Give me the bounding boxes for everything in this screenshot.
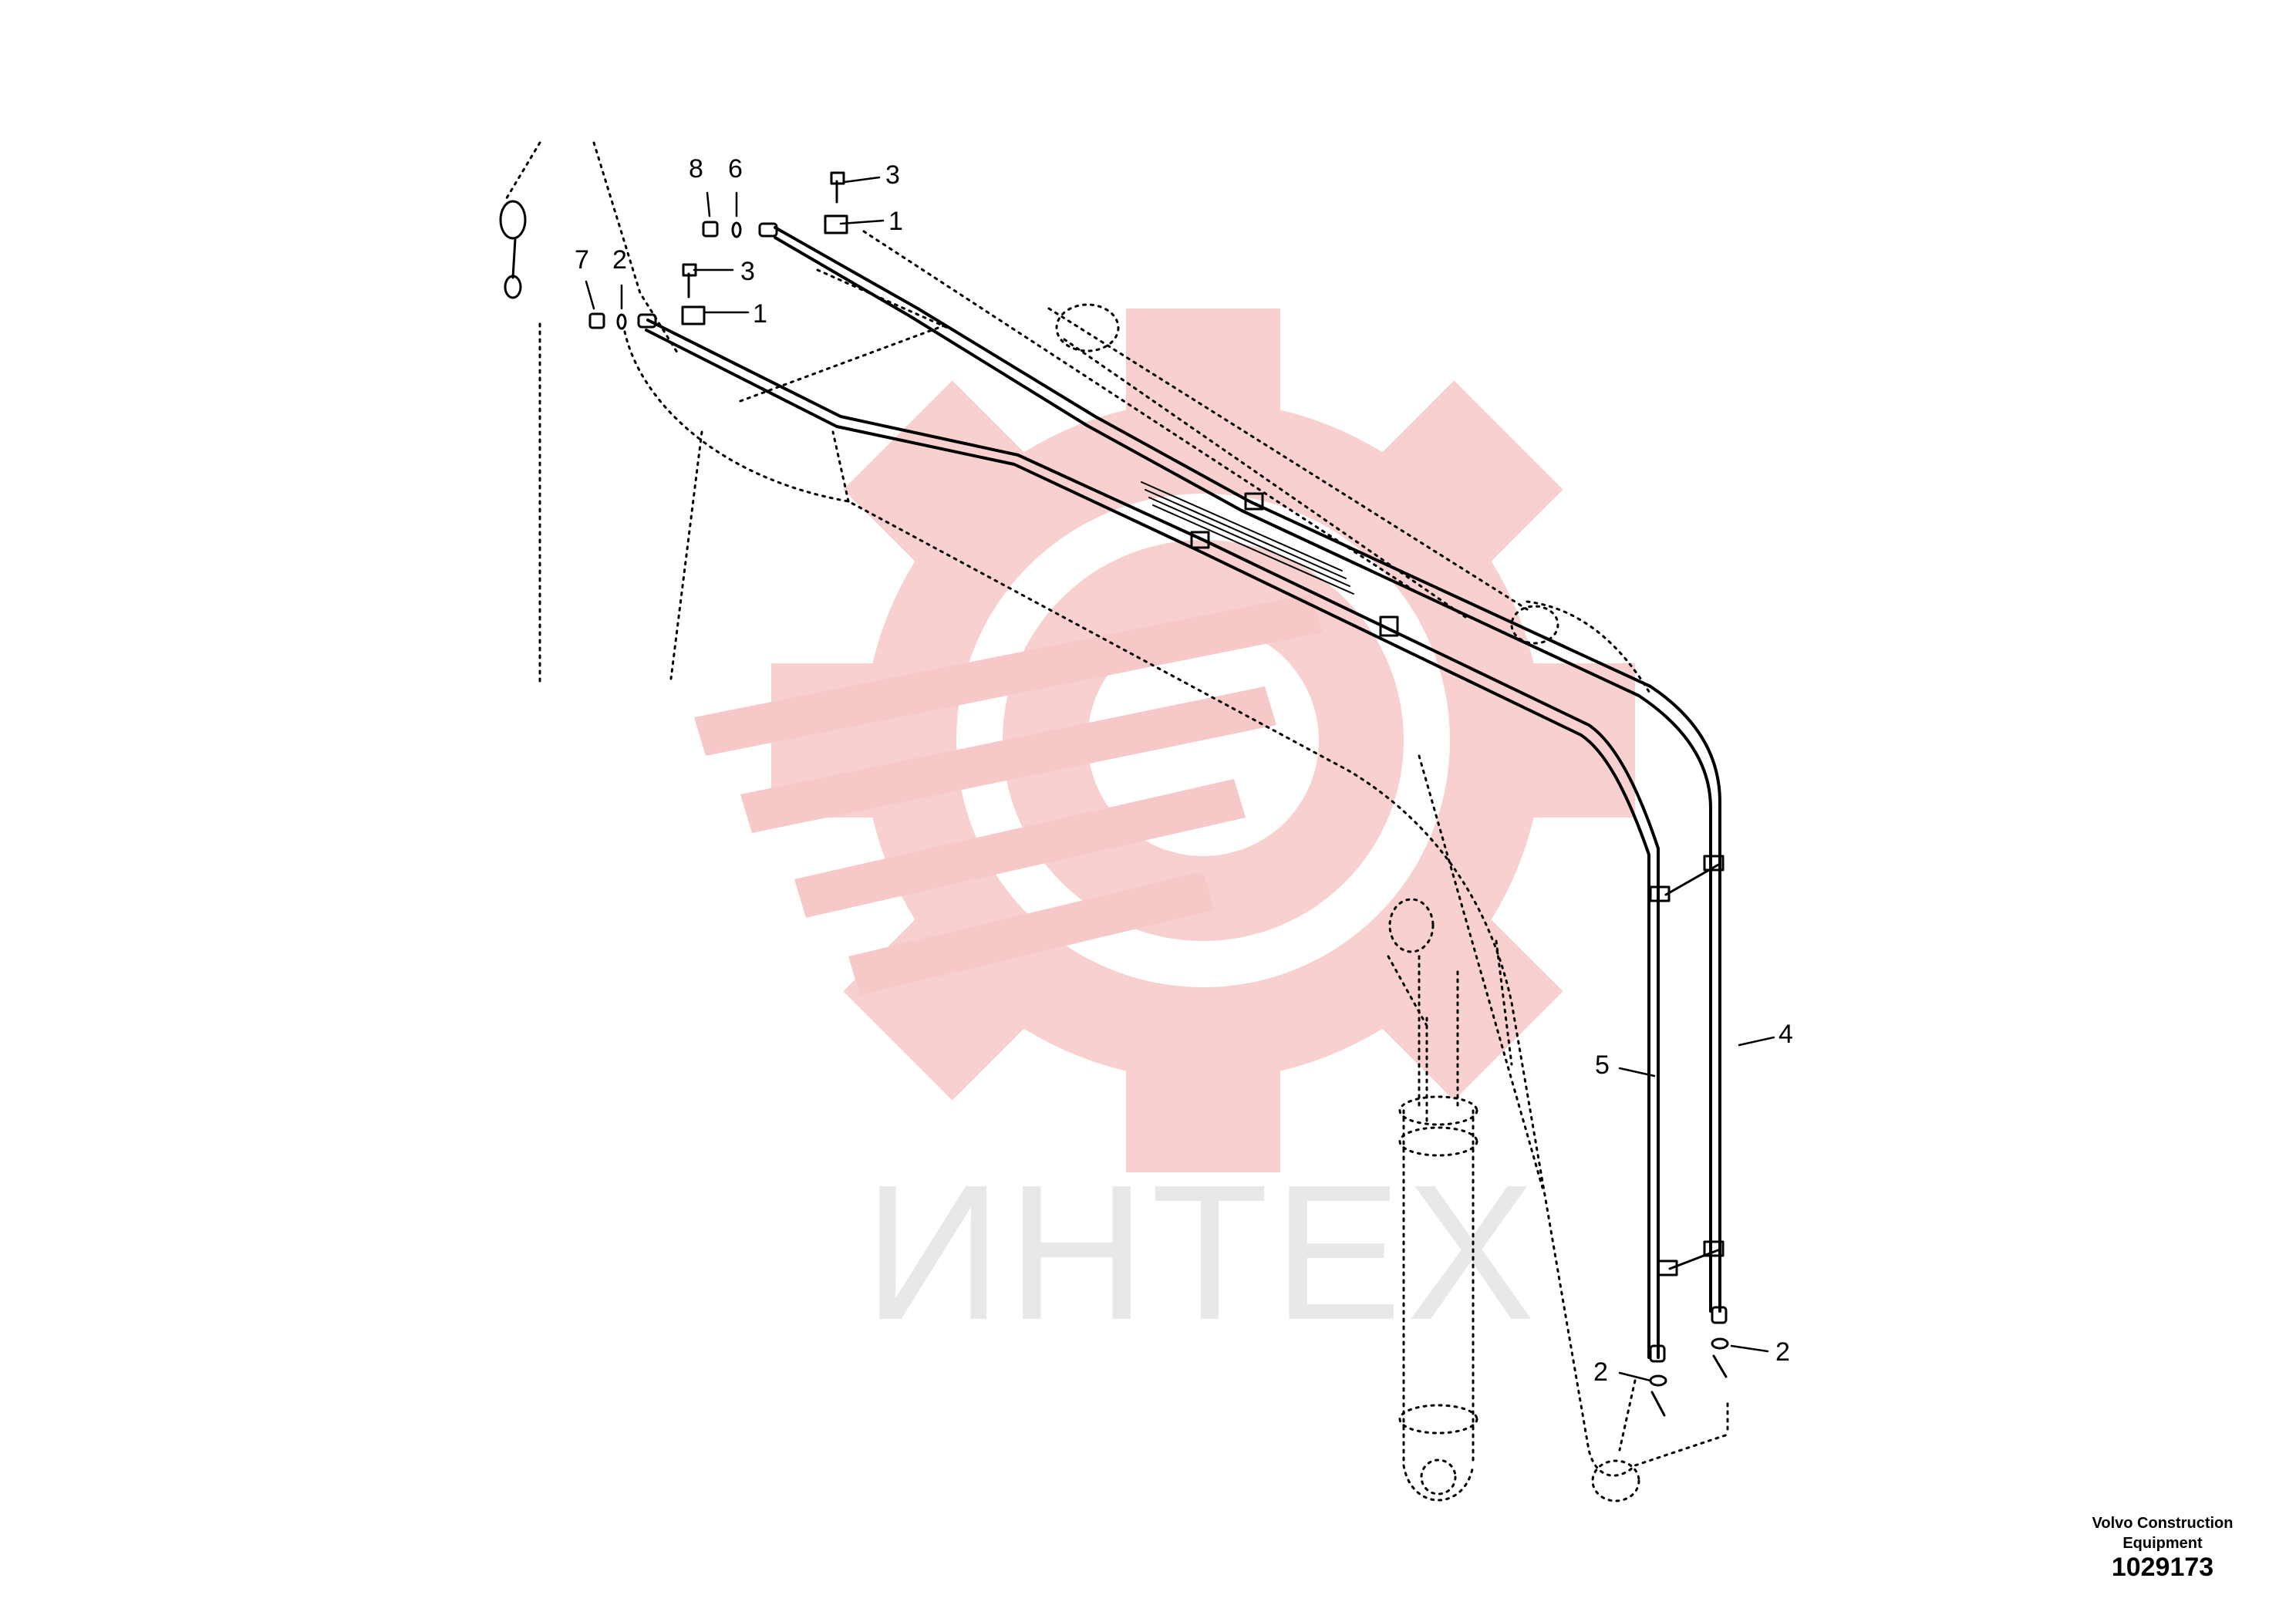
callout-1b: 1 <box>753 299 767 329</box>
callout-2b: 2 <box>1593 1357 1608 1387</box>
pipe-clamps <box>1190 492 1725 1276</box>
manufacturer-label: Volvo Construction Equipment <box>2092 1515 2234 1552</box>
callout-4: 4 <box>1778 1020 1793 1049</box>
drawing-number: 1029173 <box>2111 1553 2214 1582</box>
watermark-text: ИНТЕХ <box>864 1145 1540 1360</box>
left-link <box>499 200 527 299</box>
callout-leaders <box>585 176 1775 1382</box>
callout-3a: 3 <box>885 160 900 190</box>
cylinder-outline <box>1388 898 1640 1502</box>
hydraulic-pipes <box>645 226 1721 1359</box>
callout-2a: 2 <box>612 245 627 275</box>
callout-6: 6 <box>728 154 743 184</box>
boom-outline <box>504 141 1729 1477</box>
callout-5: 5 <box>1595 1050 1610 1080</box>
callout-2c: 2 <box>1775 1337 1790 1367</box>
callout-7: 7 <box>575 245 589 275</box>
callout-1a: 1 <box>888 207 903 236</box>
top-fittings <box>588 171 848 330</box>
callout-3b: 3 <box>740 257 755 286</box>
bottom-fittings <box>1649 1306 1729 1417</box>
callout-8: 8 <box>689 154 703 184</box>
hatch-band <box>1141 481 1354 595</box>
